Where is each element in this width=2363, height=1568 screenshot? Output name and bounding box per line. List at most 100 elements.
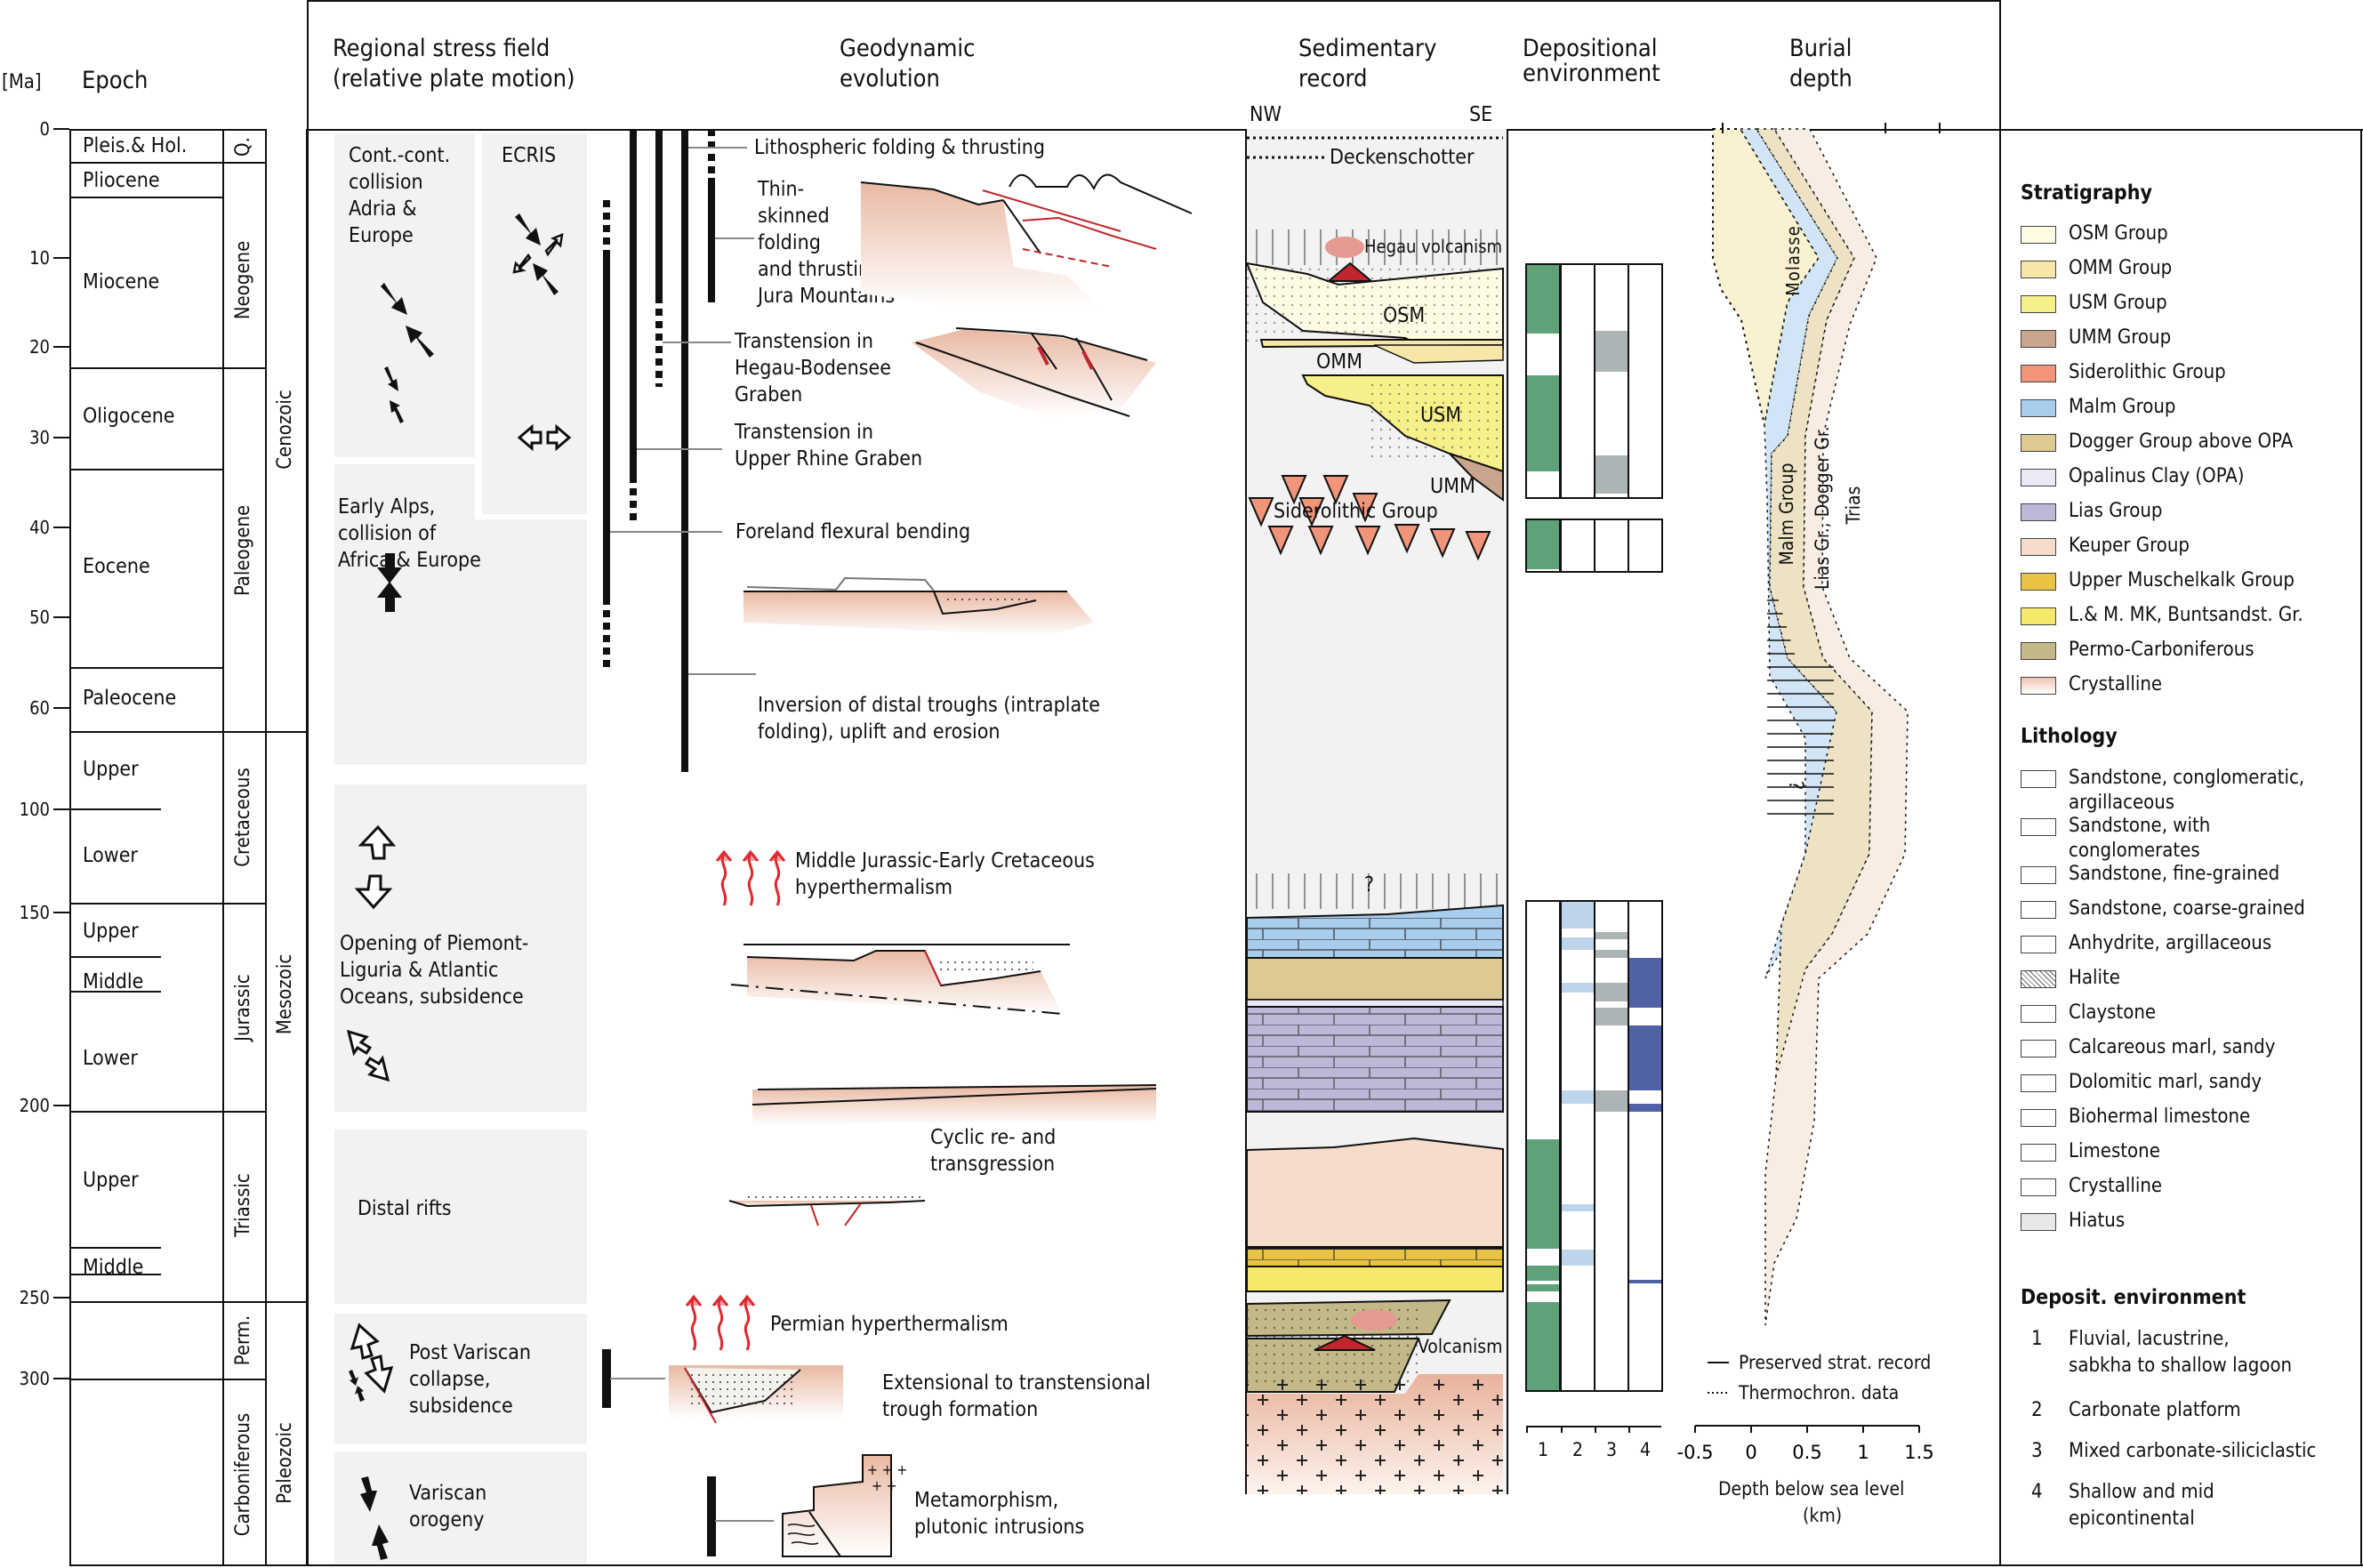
env-fill [1561,937,1595,950]
age-tick-label: 0 [39,118,50,140]
stress-text-collision-1: Cont.-cont. [349,144,451,167]
age-tick-label: 250 [19,1287,50,1308]
epoch-upper-cretaceous: Upper [83,758,139,781]
legend-swatch [2021,607,2056,625]
env-fill [1526,519,1560,569]
stress-text-postvariscan-2: collapse, [409,1368,491,1391]
legend-swatch [2021,642,2056,660]
layer-dogger [1246,957,1504,1001]
env-fill [1628,1104,1662,1112]
env-fill [1526,1284,1560,1291]
row-line [69,197,222,198]
env-fill [1595,950,1628,958]
legend-label: Hiatus [2069,1210,2126,1232]
legend-label: Halite [2069,967,2120,989]
epoch-middle-triassic: Middle [83,1256,144,1279]
legend-label: Sandstone, coarse-grained [2069,897,2305,920]
legend-label: Mixed carbonate-siliciclastic [2069,1440,2317,1462]
stress-text-alps-2: collision of [338,522,437,545]
burial-axis-label: 0.5 [1792,1442,1821,1463]
stress-text-opening-3: Oceans, subsidence [340,985,524,1009]
legend-label: Dolomitic marl, sandy [2069,1071,2263,1093]
event-inversion-1: Inversion of distal troughs (intraplate [758,694,1100,717]
legend-pattern-crystalline [2021,1178,2056,1196]
age-tick [53,128,69,130]
row-line [69,129,265,131]
siderolithic-triangle [1248,497,1274,527]
geodynamic-header-1: Geodynamic [840,35,976,62]
env-axis-line [1526,1426,1661,1427]
env-fill [1628,958,1662,1008]
burial-header-1: Burial [1789,35,1853,62]
env-axis-label: 3 [1606,1439,1618,1460]
legend-pattern-anhydrite [2021,936,2056,953]
stress-text-collision-2: collision [349,171,423,194]
legend-pattern-biohermal [2021,1109,2056,1127]
legend-label: Anhydrite, argillaceous [2069,932,2272,954]
legend-label: Opalinus Clay (OPA) [2069,465,2245,487]
legend-swatch [2021,261,2056,278]
age-tick-label: 30 [29,427,50,448]
legend-swatch [2021,226,2056,244]
se-label: SE [1469,103,1493,126]
event-cyclic-transgression-2: transgression [930,1153,1056,1176]
legend-deposit-number: 3 [2031,1440,2043,1462]
epoch-paleocene: Paleocene [83,687,177,710]
event-thin-skinned-2: skinned [758,205,830,228]
epoch-header: Epoch [82,67,149,94]
legend-swatch [2021,295,2056,313]
event-inversion-2: folding), uplift and erosion [758,720,1001,744]
row-line [69,1111,265,1113]
legend-label: Upper Muschelkalk Group [2069,569,2295,591]
env-axis-tick [1561,1426,1563,1433]
legend-stratigraphy-title: Stratigraphy [2021,181,2152,205]
age-tick [53,257,69,259]
legend-swatch [2021,365,2056,382]
svg-text:+ +: + + [872,1477,897,1494]
legend-deposit-title: Deposit. environment [2021,1286,2246,1309]
sketch-foreland-bending [743,576,1094,636]
event-cyclic-transgression-1: Cyclic re- and [930,1126,1057,1149]
event-jurassic-hyperthermalism-2: hyperthermalism [795,876,953,899]
volcanic-plume-icon [1325,237,1364,258]
hegau-volcano-icon [1326,261,1374,282]
event-hegau-transtension-3: Graben [735,383,803,406]
legend-pattern-claystone [2021,1005,2056,1023]
burial-axis-title-2: (km) [1803,1505,1843,1526]
hiatus-hatch [1247,229,1503,265]
siderolithic-triangle [1281,475,1307,505]
hiatus-hatch [1247,873,1503,909]
env-axis-label: 4 [1640,1439,1652,1460]
legend-deposit-number: 4 [2031,1481,2043,1503]
legend-label: Siderolithic Group [2069,361,2226,383]
stress-text-variscan-1: Variscan [409,1482,487,1505]
env-axis-tick [1628,1426,1630,1433]
hiatus-hatch-burial [1767,599,1834,815]
osm-label: OSM [1383,304,1426,327]
legend-label: UMM Group [2069,326,2172,349]
epoch-pliocene: Pliocene [83,169,160,192]
stress-text-postvariscan-1: Post Variscan [409,1341,532,1364]
env-fill [1561,1090,1595,1104]
variscan-convergence-arrow-icon [360,1476,389,1560]
siderolithic-triangle [1307,526,1334,556]
legend-label: Dogger Group above OPA [2069,430,2294,453]
stress-text-collision-4: Europe [349,224,414,247]
siderolithic-triangle [1322,475,1349,505]
epoch-lower-cretaceous: Lower [83,844,138,867]
siderolithic-triangle [1465,531,1491,561]
volcano-permian-icon [1314,1334,1376,1351]
age-tick [53,1297,69,1299]
legend-pattern-sand-congl [2021,818,2056,836]
stress-text-opening-2: Liguria & Atlantic [340,959,499,982]
env-fill [1561,1204,1595,1211]
event-lithospheric-folding: Lithospheric folding & thrusting [754,136,1045,159]
siderolithic-triangle [1429,528,1456,559]
event-trough-formation-2: trough formation [882,1398,1039,1421]
event-metamorphism-2: plutonic intrusions [914,1516,1085,1539]
epoch-upper-jurassic: Upper [83,920,139,943]
